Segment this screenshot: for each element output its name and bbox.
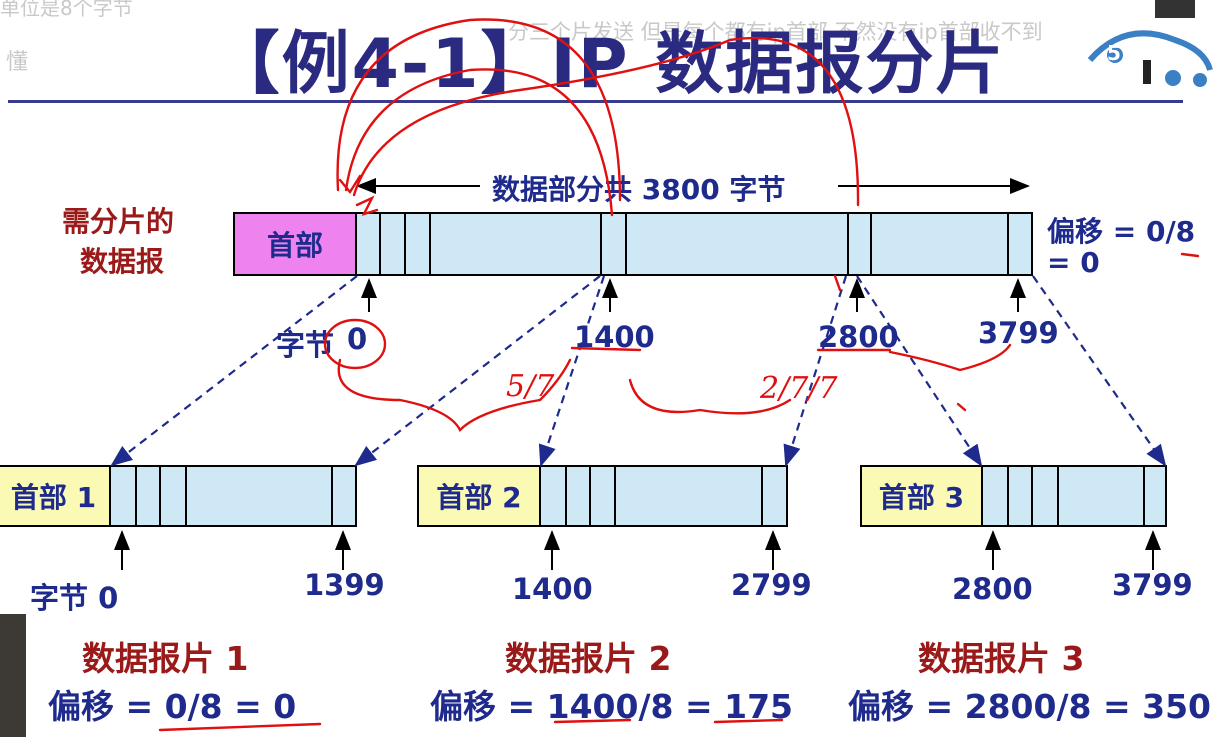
fragment-2-data-bar [539,465,788,527]
fragment-3-data-bar [981,465,1167,527]
ghost-text-top-left: 单位是8个字节 [0,0,133,20]
fragment-3-offset: 偏移 = 2800/8 = 350 [848,687,1211,726]
byte-0-label: 0 [347,322,368,356]
original-data-bar [355,212,1033,276]
webcam-thumbnail [0,614,26,737]
fragment-2-end-label: 2799 [731,568,812,602]
byte-3799-label: 3799 [978,316,1059,350]
logo: 5 [1085,0,1215,92]
logo-text: 5 [1107,41,1121,65]
fragment-3-header: 首部 3 [860,465,983,527]
fragment-2-header: 首部 2 [417,465,541,527]
ghost-text-left: 懂 [6,50,29,75]
data-span-label: 数据部分共 3800 字节 [492,173,786,206]
fragment-1-header: 首部 1 [0,465,111,527]
title-divider [8,100,1183,103]
original-label-line1: 需分片的 [62,205,175,238]
fragment-3-name: 数据报片 3 [918,639,1085,678]
fragment-1-name: 数据报片 1 [82,639,249,678]
handwritten-note-1: 5/7 [506,369,555,404]
fragment-2-start-label: 1400 [512,572,593,606]
original-label-line2: 数据报 [80,245,165,278]
original-offset-line1: 偏移 = 0/8 [1047,215,1196,248]
original-offset-line2: = 0 [1047,246,1100,279]
page-title: 【例4-1】IP 数据报分片 [211,25,1006,104]
fragment-2-name: 数据报片 2 [505,639,672,678]
fragment-1-start-label: 字节 0 [30,581,119,615]
handwritten-note-2: 2/7/7 [759,371,838,406]
byte-2800-label: 2800 [818,320,899,354]
fragment-1-offset: 偏移 = 0/8 = 0 [48,687,297,726]
fragment-3-start-label: 2800 [952,572,1033,606]
fragment-3-end-label: 3799 [1112,568,1193,602]
fragment-1-data-bar [109,465,357,527]
fragment-1-end-label: 1399 [304,568,385,602]
